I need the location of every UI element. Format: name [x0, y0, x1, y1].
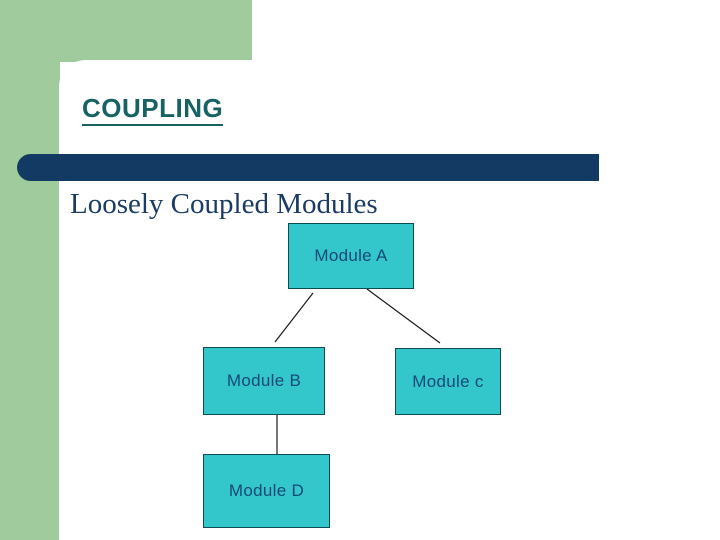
node-label: Module D — [228, 481, 305, 500]
diagram-node-module-a: Module A — [288, 223, 414, 289]
node-label: Module A — [314, 246, 388, 265]
background-left-strip — [0, 0, 60, 540]
node-label: Module c — [412, 371, 484, 391]
connector-module-a-to-c — [366, 288, 441, 344]
background-top-block — [0, 0, 252, 62]
diagram-node-module-b: Module B — [203, 347, 325, 415]
title-divider-bar — [17, 154, 599, 181]
slide-title: COUPLING — [82, 95, 224, 126]
slide-content-area — [59, 60, 720, 540]
node-label: Module B — [226, 371, 302, 390]
diagram-node-module-d: Module D — [203, 454, 330, 528]
connector-module-a-to-b — [274, 292, 314, 343]
diagram-node-module-c: Module c — [395, 348, 501, 415]
slide-subtitle: Loosely Coupled Modules — [70, 188, 378, 220]
slide-title-text: COUPLING — [82, 95, 224, 126]
